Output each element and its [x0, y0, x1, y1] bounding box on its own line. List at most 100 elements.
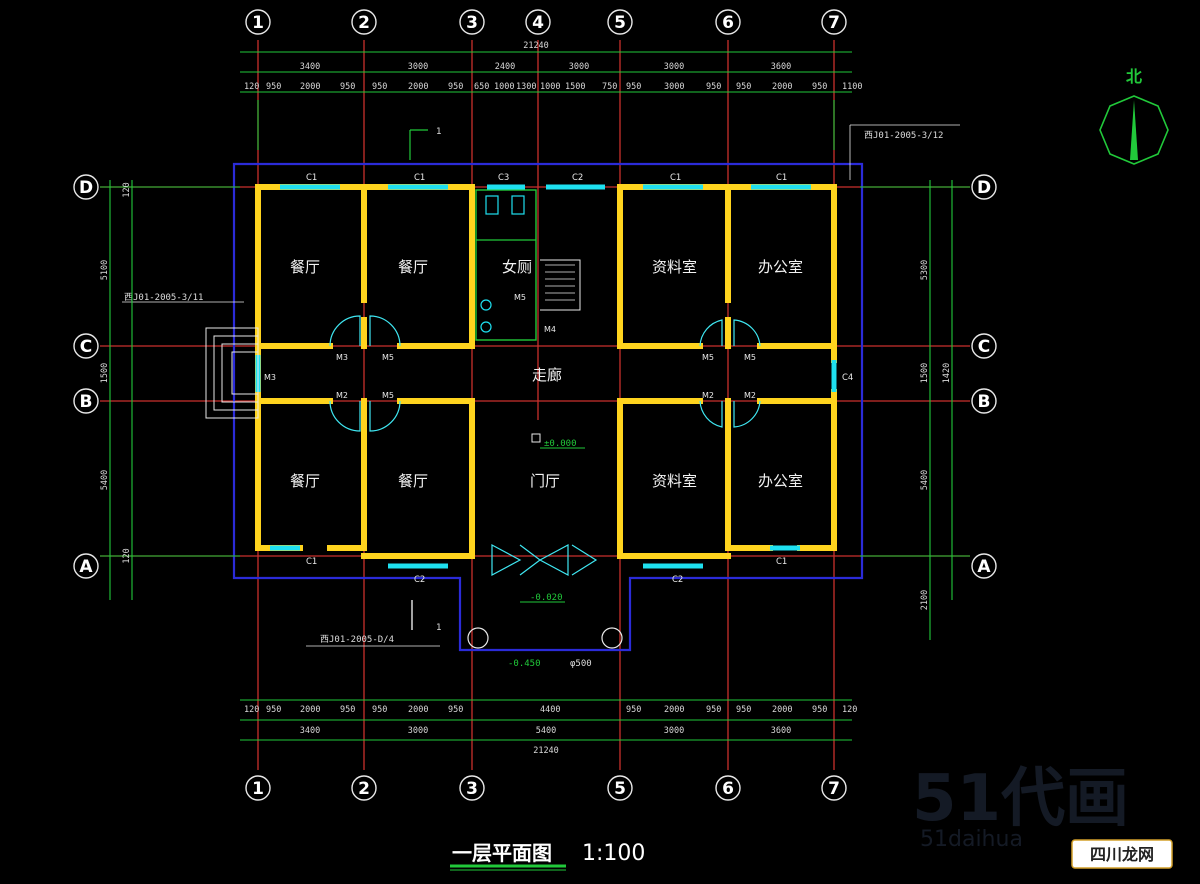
- door-labels: M3 M5 M2 M5 M5 M5 M2 M2 M3 M5 M4: [264, 293, 756, 400]
- dim-total-bottom: 21240: [533, 746, 559, 756]
- window-label: C1: [776, 173, 787, 183]
- elevation-step: -0.450: [508, 659, 541, 669]
- grid-bubble-label: 7: [828, 13, 840, 33]
- grid-bubble-label: C: [80, 337, 92, 357]
- grid-bubble-label: 4: [532, 13, 544, 33]
- column-note: φ500: [570, 659, 592, 669]
- door-label: M2: [702, 391, 714, 400]
- grid-bubble-label: 5: [614, 13, 626, 33]
- dim-detail: 950: [340, 82, 355, 92]
- grid-bubble-label: 3: [466, 779, 478, 799]
- dim-detail: 950: [372, 82, 387, 92]
- dim-detail: 950: [266, 82, 281, 92]
- windows: [255, 184, 837, 569]
- door-label: M2: [744, 391, 756, 400]
- room-label: 餐厅: [398, 472, 428, 490]
- grid-bubbles-top: 1 2 3 4 5 6 7: [245, 9, 847, 35]
- window-label: C1: [306, 557, 317, 567]
- dim-detail: 3000: [664, 82, 684, 92]
- grid-bubble-label: 5: [614, 779, 626, 799]
- window-label: C3: [498, 173, 509, 183]
- dim-right: 1500: [920, 363, 930, 383]
- window-label: C1: [670, 173, 681, 183]
- room-label: 餐厅: [290, 258, 320, 276]
- dim-detail: 1300: [516, 82, 536, 92]
- watermark-logo: 51代画: [912, 762, 1129, 836]
- dim-detail: 2000: [408, 82, 428, 92]
- grid-bubble-label: 1: [252, 779, 264, 799]
- door-label: M5: [382, 391, 394, 400]
- grid-bubble-label: 1: [252, 13, 264, 33]
- window-label: C2: [672, 575, 683, 585]
- elevation-entry: -0.020: [530, 593, 563, 603]
- door-label: M3: [336, 353, 348, 362]
- grid-bubble-label: 6: [722, 13, 734, 33]
- title-block: 一层平面图 1:100: [450, 841, 645, 871]
- window-label: C1: [306, 173, 317, 183]
- grid-bubble-label: D: [977, 178, 991, 198]
- dim-bay: 3400: [300, 726, 320, 736]
- room-label: 办公室: [758, 472, 803, 490]
- section-number: 1: [436, 623, 442, 633]
- dim-detail: 950: [448, 705, 463, 715]
- dim-detail: 950: [706, 82, 721, 92]
- grid-bubble-label: C: [978, 337, 990, 357]
- window-label: C1: [776, 557, 787, 567]
- detail-ref-left: 西J01-2005-3/11: [124, 292, 203, 303]
- dim-total-top: 21240: [523, 41, 549, 51]
- dimension-text: 21240 3400 3000 2400 3000 3000 3600 120 …: [100, 41, 952, 756]
- detail-ref-bottom: 西J01-2005-D/4: [320, 634, 394, 645]
- room-label: 走廊: [532, 366, 562, 384]
- dim-detail: 2000: [772, 705, 792, 715]
- door-label: M5: [702, 353, 714, 362]
- dim-detail: 1100: [842, 82, 862, 92]
- room-label: 女厕: [502, 258, 532, 276]
- dim-detail: 950: [266, 705, 281, 715]
- elevation-marks: ±0.000 -0.020 -0.450 φ500: [467, 433, 623, 669]
- dim-detail: 120: [244, 705, 259, 715]
- room-labels: 餐厅 餐厅 女厕 资料室 办公室 餐厅 餐厅 门厅 资料室 办公室 走廊: [290, 258, 803, 490]
- site-badge-label: 四川龙网: [1090, 845, 1154, 864]
- dim-detail: 950: [812, 705, 827, 715]
- grid-bubbles-right: D C B A: [971, 174, 997, 579]
- door-label: M5: [382, 353, 394, 362]
- dim-bay: 3600: [771, 726, 791, 736]
- dim-detail: 950: [706, 705, 721, 715]
- dim-detail: 2000: [408, 705, 428, 715]
- dim-detail: 2000: [772, 82, 792, 92]
- door-label: M3: [264, 373, 276, 382]
- dim-detail: 950: [736, 82, 751, 92]
- dim-bay: 3000: [664, 726, 684, 736]
- grid-bubble-label: 3: [466, 13, 478, 33]
- section-number: 1: [436, 127, 442, 137]
- grid-bubble-label: A: [79, 557, 93, 577]
- dim-detail: 950: [626, 82, 641, 92]
- dim-detail: 950: [340, 705, 355, 715]
- dim-bay: 3000: [408, 726, 428, 736]
- dim-bay: 2400: [495, 62, 515, 72]
- dim-detail: 2000: [300, 705, 320, 715]
- dim-detail: 120: [244, 82, 259, 92]
- doors: [329, 315, 761, 577]
- dim-bay: 5400: [536, 726, 556, 736]
- dim-detail: 120: [842, 705, 857, 715]
- elevation-floor: ±0.000: [544, 439, 577, 449]
- window-labels: C1 C1 C3 C2 C1 C1 C1 C2 C2 C1 C4: [306, 173, 853, 585]
- side-steps: [205, 327, 259, 419]
- dim-detail: 2000: [664, 705, 684, 715]
- watermark-sub: 51daihua: [920, 827, 1023, 852]
- room-label: 资料室: [652, 472, 697, 490]
- grid-bubble-label: B: [80, 392, 93, 412]
- dim-detail: 950: [736, 705, 751, 715]
- dim-detail: 1000: [494, 82, 514, 92]
- room-label: 餐厅: [398, 258, 428, 276]
- dim-bay: 3000: [664, 62, 684, 72]
- grid-bubble-label: 2: [358, 779, 370, 799]
- dim-detail: 950: [372, 705, 387, 715]
- dim-bay: 3400: [300, 62, 320, 72]
- section-marks: 1 1: [409, 127, 442, 633]
- dim-left: 1500: [100, 363, 110, 383]
- grid-bubble-label: 6: [722, 779, 734, 799]
- room-label: 门厅: [530, 472, 560, 490]
